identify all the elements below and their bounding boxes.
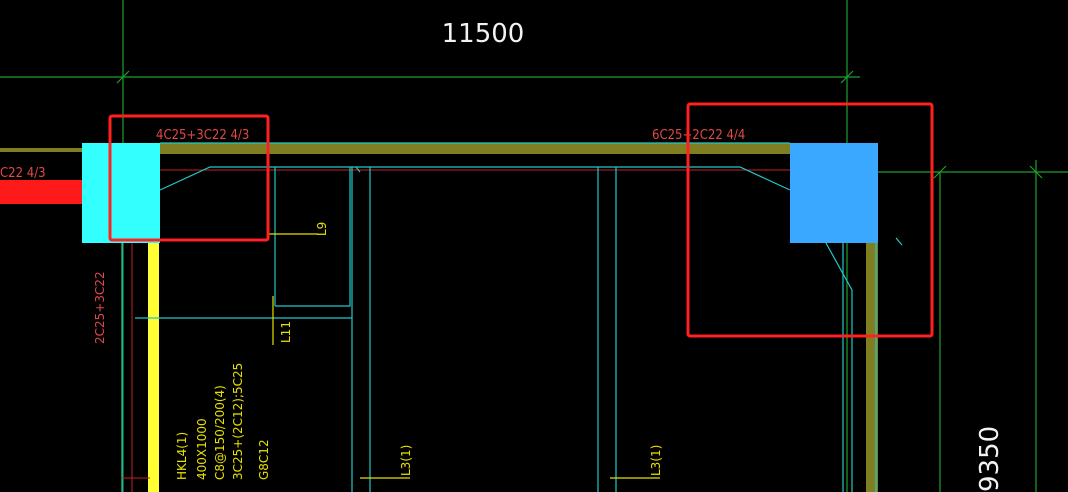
beam-tag-l3-right[interactable]: L3(1) xyxy=(649,445,663,476)
beam-spec-line3: C8@150/200(4) xyxy=(213,385,227,480)
beam-outlines xyxy=(131,143,878,492)
dimension-tick-right xyxy=(840,70,854,84)
beam-spec-line2: 400X1000 xyxy=(195,418,209,480)
rebar-l9-box xyxy=(275,167,351,307)
leader-lines xyxy=(268,233,660,479)
rebar-label-top-left[interactable]: 4C25+3C22 4/3 xyxy=(156,128,249,143)
beam-spec-line5: G8C12 xyxy=(257,439,271,480)
highlight-box-left xyxy=(108,114,270,242)
column-right[interactable] xyxy=(790,143,878,243)
dimension-tick-left xyxy=(116,70,130,84)
rebar-top-bent xyxy=(159,166,791,191)
beam-spec-line1: HKL4(1) xyxy=(175,432,189,480)
beam-spec-block[interactable]: HKL4(1) 400X1000 C8@150/200(4) 3C25+(2C1… xyxy=(175,363,271,480)
highlight-box-right xyxy=(686,102,934,338)
rebar-label-left-cut[interactable]: C22 4/3 xyxy=(0,166,46,181)
beam-tag-l11[interactable]: L11 xyxy=(279,321,293,343)
rebar-tick-small xyxy=(355,166,361,173)
rebar-right-bent xyxy=(825,242,853,492)
beam-top-hkl[interactable] xyxy=(158,143,790,154)
dimension-right-text: 9350 xyxy=(975,426,1005,492)
rebar-tick-right xyxy=(895,237,903,246)
dimension-tick-right-outer xyxy=(1029,165,1043,179)
rebar-label-top-right[interactable]: 6C25+2C22 4/4 xyxy=(652,128,745,143)
dimension-tick-right-inner xyxy=(933,165,947,179)
beam-tag-l3-left[interactable]: L3(1) xyxy=(399,445,413,476)
beam-tag-l9[interactable]: L9 xyxy=(315,222,329,236)
rebar-lines xyxy=(121,142,903,492)
beam-right-vertical[interactable] xyxy=(866,242,878,492)
beam-spec-line4: 3C25+(2C12);5C25 xyxy=(231,363,245,480)
dimension-top-text: 11500 xyxy=(442,19,525,49)
column-left[interactable] xyxy=(82,143,160,243)
beam-left-yellow[interactable] xyxy=(148,243,159,492)
beam-left-red[interactable] xyxy=(0,180,82,204)
rebar-label-left-vertical[interactable]: 2C25+3C22 xyxy=(93,271,107,344)
